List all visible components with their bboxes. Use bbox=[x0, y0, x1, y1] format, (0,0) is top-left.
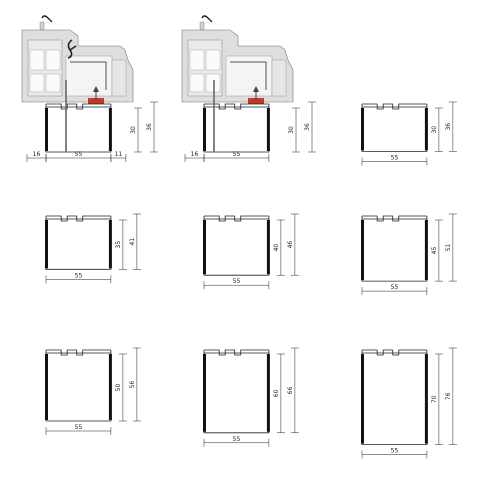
dim-detail-1-width-label: 55 bbox=[75, 151, 83, 158]
dim-profile-5-width-label: 55 bbox=[75, 424, 83, 431]
detail-window-frame-2 bbox=[181, 15, 294, 104]
dim-detail-2-width-label: 55 bbox=[233, 151, 241, 158]
dim-profile-2-width: 55 bbox=[45, 272, 112, 284]
dim-detail-1-outer: 36 bbox=[146, 101, 158, 153]
dim-profile-5-width: 55 bbox=[45, 424, 112, 435]
dim-profile-7-inner: 70 bbox=[431, 353, 443, 445]
dim-profile-2-inner: 35 bbox=[115, 219, 127, 270]
dim-profile-2-width-label: 55 bbox=[75, 272, 83, 279]
dim-detail-1-left-label: 16 bbox=[33, 151, 41, 158]
profile-detail-1: 30 36 16 55 11 bbox=[26, 101, 158, 162]
dim-detail-2-left: 16 bbox=[184, 151, 205, 162]
dim-detail-1-outer-label: 36 bbox=[146, 123, 153, 131]
dim-profile-3-width: 55 bbox=[203, 278, 270, 290]
profile-body-6 bbox=[203, 349, 270, 434]
profile-detail-2: 30 36 16 55 bbox=[184, 101, 316, 162]
dim-profile-3-outer: 46 bbox=[287, 213, 299, 276]
dim-profile-2-outer: 41 bbox=[129, 213, 141, 270]
profile-body-detail-2 bbox=[203, 103, 270, 153]
dim-detail-2-inner: 30 bbox=[288, 107, 300, 153]
dim-profile-2-outer-label: 41 bbox=[129, 238, 136, 246]
dim-profile-6-width-label: 55 bbox=[233, 436, 241, 443]
dim-profile-7-width: 55 bbox=[361, 448, 428, 459]
dim-profile-4-width-label: 55 bbox=[391, 284, 399, 291]
dim-profile-3-width-label: 55 bbox=[233, 278, 241, 285]
profile-body-4 bbox=[361, 215, 428, 282]
dim-detail-1-left: 16 bbox=[26, 151, 47, 162]
dim-profile-4-outer: 51 bbox=[445, 213, 457, 282]
dim-profile-6-width: 55 bbox=[203, 436, 270, 447]
profile-body-7 bbox=[361, 349, 428, 445]
dim-profile-1-outer: 36 bbox=[445, 101, 457, 152]
dim-profile-7-width-label: 55 bbox=[391, 448, 399, 455]
dim-profile-3-inner-label: 40 bbox=[273, 244, 280, 252]
dim-profile-4-inner: 45 bbox=[431, 219, 443, 282]
dim-profile-4-inner-label: 45 bbox=[431, 247, 438, 255]
dim-detail-1-inner-label: 30 bbox=[130, 126, 137, 134]
profile-body-1 bbox=[361, 103, 428, 152]
dim-detail-1-width: 55 bbox=[45, 151, 112, 162]
dim-profile-5-inner: 50 bbox=[115, 353, 127, 422]
profile-body-detail-1 bbox=[45, 103, 112, 153]
dim-profile-6-outer: 66 bbox=[287, 347, 299, 434]
dim-profile-6-outer-label: 66 bbox=[287, 386, 294, 394]
dim-profile-3-inner: 40 bbox=[273, 219, 285, 276]
dim-detail-2-outer: 36 bbox=[304, 101, 316, 153]
profile-6: 60 66 55 bbox=[203, 347, 299, 447]
dim-profile-1-inner: 30 bbox=[431, 107, 443, 152]
dim-profile-1-inner-label: 30 bbox=[431, 126, 438, 134]
dim-detail-2-left-label: 16 bbox=[191, 151, 199, 158]
dim-detail-1-inner: 30 bbox=[130, 107, 142, 153]
dim-detail-2-width: 55 bbox=[203, 151, 270, 162]
dim-profile-7-outer-label: 76 bbox=[445, 392, 452, 400]
detail-window-frame-1 bbox=[21, 15, 134, 104]
profile-7: 70 76 55 bbox=[361, 347, 457, 459]
dim-profile-4-outer-label: 51 bbox=[445, 244, 452, 252]
profile-3: 40 46 55 bbox=[203, 213, 299, 290]
dim-profile-2-inner-label: 35 bbox=[115, 241, 122, 249]
dim-profile-5-outer-label: 56 bbox=[129, 381, 136, 389]
dim-profile-7-inner-label: 70 bbox=[431, 395, 438, 403]
dim-detail-2-inner-label: 30 bbox=[288, 126, 295, 134]
dim-profile-5-inner-label: 50 bbox=[115, 384, 122, 392]
dim-profile-1-width-label: 55 bbox=[391, 154, 399, 161]
dim-profile-1-width: 55 bbox=[361, 154, 428, 166]
profile-body-2 bbox=[45, 215, 112, 270]
dim-profile-6-inner: 60 bbox=[273, 353, 285, 434]
profile-body-5 bbox=[45, 349, 112, 422]
dim-profile-3-outer-label: 46 bbox=[287, 241, 294, 249]
profile-body-3 bbox=[203, 215, 270, 276]
dim-detail-1-right: 11 bbox=[110, 151, 127, 162]
dim-profile-7-outer: 76 bbox=[445, 347, 457, 445]
profile-4: 45 51 55 bbox=[361, 213, 457, 296]
dim-detail-2-outer-label: 36 bbox=[304, 123, 311, 131]
dim-profile-5-outer: 56 bbox=[129, 347, 141, 422]
profile-2: 35 41 55 bbox=[45, 213, 141, 284]
dim-profile-1-outer-label: 36 bbox=[445, 123, 452, 131]
profile-1: 30 36 55 bbox=[361, 101, 457, 166]
dim-profile-6-inner-label: 60 bbox=[273, 389, 280, 397]
profile-5: 50 56 55 bbox=[45, 347, 141, 435]
dim-profile-4-width: 55 bbox=[361, 284, 428, 296]
dim-detail-1-right-label: 11 bbox=[115, 151, 123, 158]
